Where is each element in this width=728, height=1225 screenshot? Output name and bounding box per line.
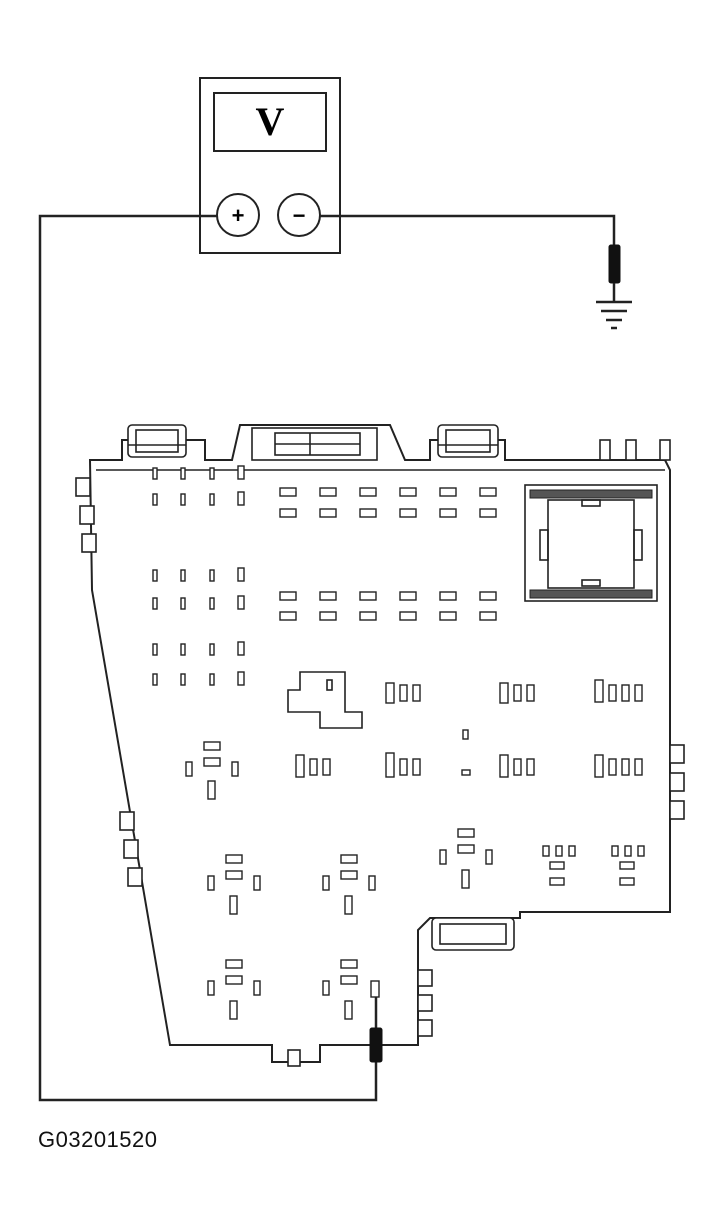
irregular-component — [287, 671, 363, 729]
negative-lead-wire — [320, 214, 616, 245]
top-connector-right — [437, 424, 499, 458]
figure-id: G03201520 — [38, 1127, 158, 1152]
negative-terminal-symbol: − — [293, 203, 306, 228]
relay-footprints — [185, 741, 493, 1020]
positive-terminal-symbol: + — [232, 203, 245, 228]
negative-terminal: − — [277, 193, 321, 237]
top-connector-center — [251, 427, 378, 461]
fuse-array-left — [152, 465, 245, 686]
top-connector-left — [127, 424, 187, 458]
component-groups — [295, 679, 645, 886]
positive-lead-wire — [38, 214, 378, 1102]
module-board — [75, 424, 685, 1067]
lower-connector — [431, 917, 515, 951]
positive-probe — [369, 997, 383, 1063]
positive-terminal: + — [216, 193, 260, 237]
fuse-array-top — [279, 487, 497, 621]
voltmeter: V + − — [199, 77, 341, 254]
relay-socket — [524, 484, 658, 602]
test-leads — [38, 214, 616, 1102]
meter-mode-label: V — [256, 99, 285, 144]
ground-symbol — [596, 244, 632, 330]
